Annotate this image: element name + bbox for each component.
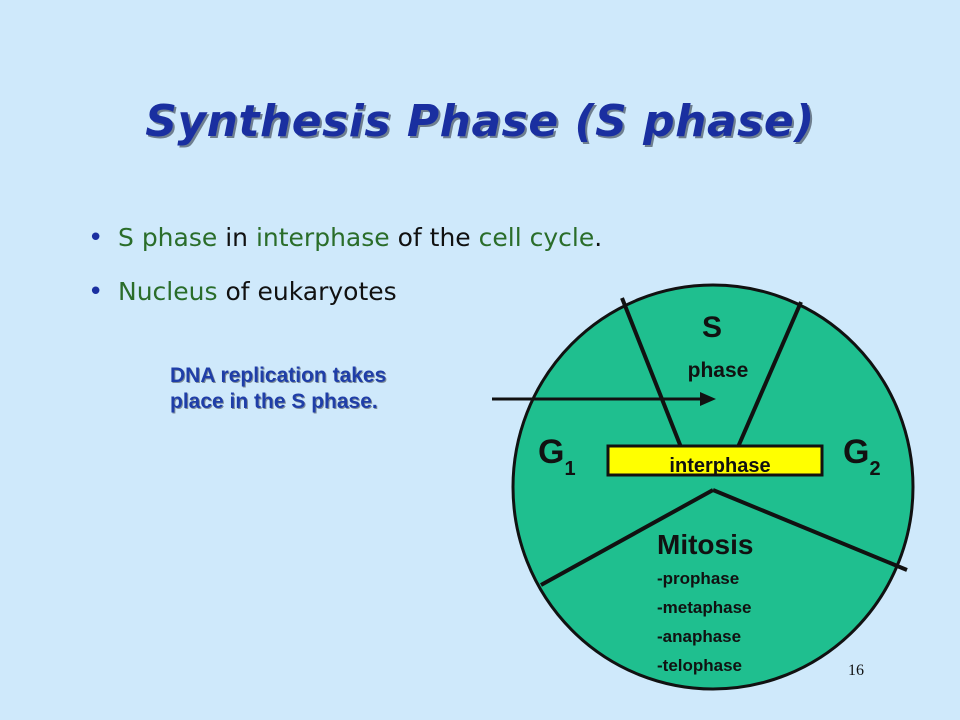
- divider-s-left: [620, 297, 692, 471]
- callout-line-1: DNA replication takes: [170, 364, 387, 387]
- s-label: S: [702, 311, 722, 344]
- interphase-bar: [606, 444, 824, 477]
- bullet-marker: •: [88, 277, 104, 307]
- bullet-text-in: in: [217, 223, 256, 252]
- g2-subscript: 2: [869, 458, 880, 480]
- divider-mitosis-left: [540, 488, 714, 587]
- interphase-label: interphase: [669, 455, 770, 477]
- bullet-text-period: .: [594, 223, 603, 252]
- g1-label: G1: [538, 433, 576, 480]
- bullet-list: • S phase in interphase of the cell cycle…: [88, 218, 602, 326]
- g2-letter: G: [843, 433, 869, 471]
- mitosis-step-prophase: -prophase: [657, 569, 739, 588]
- arrow-head: [700, 392, 716, 406]
- mitosis-step-metaphase: -metaphase: [657, 598, 751, 617]
- bullet-item-nucleus: • Nucleus of eukaryotes: [88, 272, 602, 326]
- mitosis-step-anaphase: -anaphase: [657, 627, 741, 646]
- divider-mitosis-right: [712, 488, 908, 572]
- bullet-text-cell-cycle: cell cycle: [478, 223, 595, 252]
- slide-title: Synthesis Phase (S phase): [145, 96, 815, 147]
- callout-line-2: place in the S phase.: [170, 390, 378, 413]
- mitosis-step-telophase: -telophase: [657, 656, 742, 675]
- divider-s-right: [726, 301, 803, 471]
- bullet-text-interphase: interphase: [255, 223, 390, 252]
- bullet-text-of-eukaryotes: of eukaryotes: [217, 277, 397, 306]
- cell-cycle-circle: [511, 283, 915, 691]
- g1-subscript: 1: [564, 458, 575, 480]
- g2-label: G2: [843, 433, 881, 480]
- slide-number: 16: [848, 662, 864, 679]
- bullet-item-s-phase: • S phase in interphase of the cell cycle…: [88, 218, 602, 272]
- bullet-marker: •: [88, 223, 104, 253]
- s-phase-sublabel: phase: [688, 359, 749, 382]
- bullet-text-nucleus: Nucleus: [118, 277, 218, 306]
- bullet-text-s-phase: S phase: [118, 223, 218, 252]
- dna-replication-callout: DNA replication takes place in the S pha…: [170, 363, 386, 415]
- g1-letter: G: [538, 433, 564, 471]
- mitosis-label: Mitosis: [657, 529, 753, 560]
- bullet-text-of-the: of the: [389, 223, 479, 252]
